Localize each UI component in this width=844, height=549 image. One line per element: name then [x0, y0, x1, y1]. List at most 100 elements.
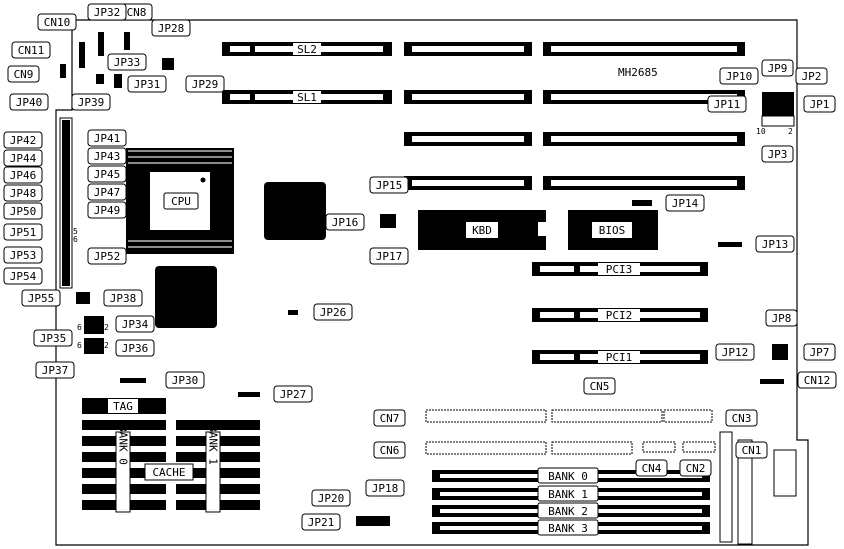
- simm-bank-3: BANK 3: [548, 522, 588, 535]
- callout-label-jp36: JP36: [122, 342, 149, 355]
- callout-box-cn1: [735, 441, 768, 459]
- jp34-pin-2: 2: [104, 323, 109, 332]
- callout-box-jp34: [115, 315, 155, 333]
- callout-label-cn4: CN4: [642, 462, 662, 475]
- callout-box-jp55: [21, 289, 61, 307]
- callout-label-jp49: JP49: [94, 204, 121, 217]
- callout-box-jp40: [9, 93, 49, 111]
- callout-label-jp11: JP11: [714, 98, 741, 111]
- callout-label-jp46: JP46: [10, 169, 37, 182]
- callout-box-jp32: [87, 3, 127, 21]
- slot-sl1-label: SL1: [297, 91, 317, 104]
- callout-label-jp35: JP35: [40, 332, 67, 345]
- callout-box-jp46: [3, 166, 43, 184]
- callout-box-jp18: [365, 479, 405, 497]
- callout-label-jp52: JP52: [94, 250, 121, 263]
- callout-box-jp42: [3, 131, 43, 149]
- callout-box-jp27: [273, 385, 313, 403]
- callout-label-jp7: JP7: [810, 346, 830, 359]
- callout-label-jp45: JP45: [94, 168, 121, 181]
- callout-label-jp8: JP8: [772, 312, 792, 325]
- board-outline: [55, 19, 809, 546]
- callout-label-cn5: CN5: [590, 380, 610, 393]
- callout-box-jp17: [369, 247, 409, 265]
- cpu-label: CPU: [171, 195, 191, 208]
- jumper-blocks: [59, 32, 795, 526]
- simm-bank-0: BANK 0: [548, 470, 588, 483]
- callout-box-cn2: [679, 459, 712, 477]
- callout-box-jp8: [765, 309, 798, 327]
- pin-headers: [425, 409, 797, 545]
- callout-box-jp10: [719, 67, 759, 85]
- callout-box-jp14: [665, 194, 705, 212]
- callout-label-jp48: JP48: [10, 187, 37, 200]
- callout-box-jp43: [87, 147, 127, 165]
- jp36-pin-6: 6: [77, 341, 82, 350]
- callout-label-jp41: JP41: [94, 132, 121, 145]
- callout-label-jp54: JP54: [10, 270, 37, 283]
- callout-box-jp15: [369, 176, 409, 194]
- bios-chip: BIOS: [568, 210, 658, 250]
- callout-box-jp21: [301, 513, 341, 531]
- callout-box-cn12: [797, 371, 837, 389]
- callout-box-jp53: [3, 246, 43, 264]
- cache-label: CACHE: [152, 466, 185, 479]
- callout-label-jp18: JP18: [372, 482, 399, 495]
- callout-box-jp54: [3, 267, 43, 285]
- pci-slots: PCI3 PCI2 PCI1: [532, 262, 708, 364]
- callout-label-jp40: JP40: [16, 96, 43, 109]
- callout-box-jp7: [803, 343, 836, 361]
- callout-box-jp41: [87, 129, 127, 147]
- callout-box-jp20: [311, 489, 351, 507]
- callout-label-cn6: CN6: [380, 444, 400, 457]
- callout-box-jp1: [803, 95, 836, 113]
- callout-box-jp12: [715, 343, 755, 361]
- callout-label-jp44: JP44: [10, 152, 37, 165]
- callout-box-jp28: [151, 19, 191, 37]
- callout-label-cn12: CN12: [804, 374, 831, 387]
- callout-box-jp48: [3, 184, 43, 202]
- callout-label-jp16: JP16: [332, 216, 359, 229]
- callout-label-cn7: CN7: [380, 412, 400, 425]
- callout-label-jp28: JP28: [158, 22, 185, 35]
- callout-label-cn9: CN9: [14, 68, 34, 81]
- callout-label-jp29: JP29: [192, 78, 219, 91]
- cache-bank1-label: BANK 1: [207, 425, 220, 465]
- callout-box-cn7: [373, 409, 406, 427]
- callout-label-jp17: JP17: [376, 250, 403, 263]
- simm-banks: BANK 0 BANK 1 BANK 2 BANK 3: [432, 467, 710, 536]
- svg-text:KBD: KBD: [472, 224, 492, 237]
- callout-label-jp43: JP43: [94, 150, 121, 163]
- callout-label-jp34: JP34: [122, 318, 149, 331]
- callout-label-jp3: JP3: [768, 148, 788, 161]
- callout-box-cn4: [635, 459, 668, 477]
- svg-text:BIOS: BIOS: [599, 224, 626, 237]
- callout-label-jp9: JP9: [768, 62, 788, 75]
- callout-box-jp39: [71, 93, 111, 111]
- cache-bank0-label: BANK 0: [117, 425, 130, 465]
- callout-box-jp13: [755, 235, 795, 253]
- jp3-pin-10: 10: [756, 127, 766, 136]
- callout-label-jp10: JP10: [726, 70, 753, 83]
- callout-box-jp45: [87, 165, 127, 183]
- callout-box-jp31: [127, 75, 167, 93]
- callout-label-jp15: JP15: [376, 179, 403, 192]
- callout-label-jp12: JP12: [722, 346, 749, 359]
- callout-label-jp55: JP55: [28, 292, 55, 305]
- callout-box-cn11: [11, 41, 51, 59]
- callout-label-jp21: JP21: [308, 516, 335, 529]
- callout-box-jp30: [165, 371, 205, 389]
- slot-pci2-label: PCI2: [606, 309, 633, 322]
- callout-box-jp33: [107, 53, 147, 71]
- callout-box-jp16: [325, 213, 365, 231]
- callout-label-jp30: JP30: [172, 374, 199, 387]
- callout-label-jp38: JP38: [110, 292, 137, 305]
- callout-label-jp14: JP14: [672, 197, 699, 210]
- jp52-pin: 6: [73, 235, 78, 244]
- callout-box-jp51: [3, 223, 43, 241]
- callout-label-jp50: JP50: [10, 205, 37, 218]
- callout-box-jp50: [3, 202, 43, 220]
- callout-box-jp44: [3, 149, 43, 167]
- callout-box-cn6: [373, 441, 406, 459]
- simm-bank-2: BANK 2: [548, 505, 588, 518]
